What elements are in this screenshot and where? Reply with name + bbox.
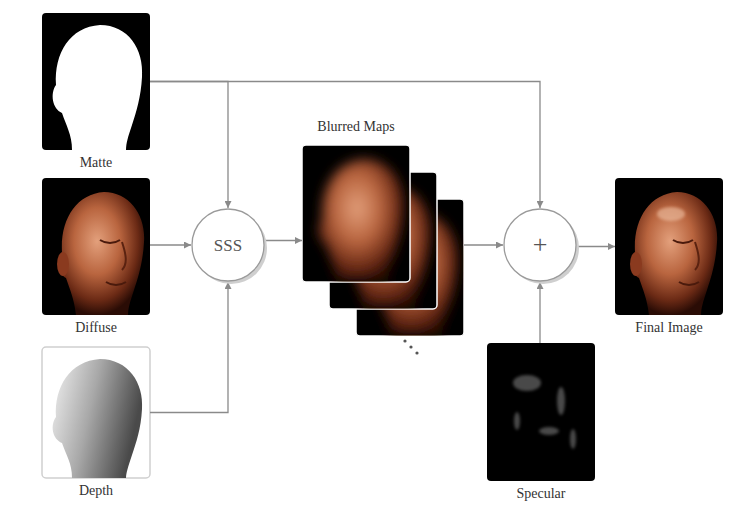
operator-circle: +: [503, 208, 577, 282]
connector-arrow: [464, 244, 503, 245]
operator-circle: SSS: [191, 208, 265, 282]
image-label: Matte: [12, 155, 180, 171]
image-label: Specular: [457, 486, 625, 502]
image-label: Diffuse: [12, 320, 180, 336]
image-panel: Final Image: [615, 178, 723, 315]
image-label: Depth: [12, 483, 180, 499]
connector-arrow: [150, 82, 228, 209]
image-panel: Blurred Maps: [302, 145, 464, 336]
image-panel: Specular: [487, 343, 595, 481]
image-label: Blurred Maps: [272, 119, 440, 135]
image-panel: Depth: [42, 347, 150, 478]
operator-symbol: SSS: [214, 237, 242, 254]
circle-face: [192, 209, 264, 281]
connector-arrow: [150, 82, 540, 209]
circle-face: [504, 209, 576, 281]
specular-image: [487, 343, 595, 481]
image-panel: Diffuse: [42, 178, 150, 315]
operator-symbol: +: [533, 232, 548, 258]
blurred-map-stack: [302, 145, 464, 355]
image-label: Final Image: [585, 320, 740, 336]
connector-arrow: [577, 246, 615, 247]
image-panel: Matte: [42, 13, 150, 150]
depth-image: [42, 347, 150, 478]
diffuse-image: [42, 178, 150, 315]
connector-arrow: [539, 282, 540, 343]
connector-arrow: [265, 240, 302, 241]
connector-arrow: [150, 282, 228, 413]
matte-image: [42, 13, 150, 150]
connector-arrow: [150, 244, 191, 245]
final-image: [615, 178, 723, 315]
